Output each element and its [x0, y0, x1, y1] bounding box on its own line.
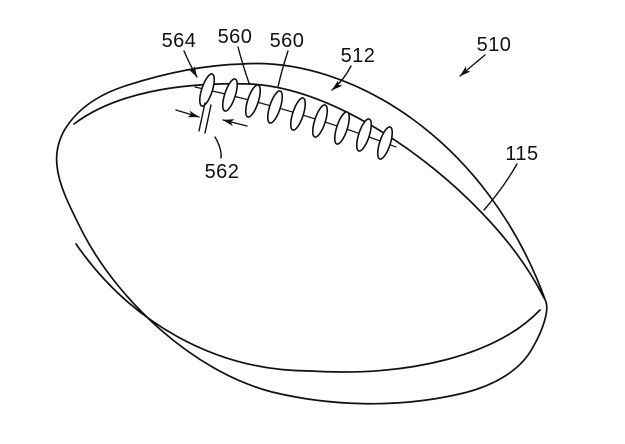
- top-panel-seam-curve: [73, 82, 545, 299]
- lace-ellipse: [333, 111, 351, 145]
- leader-510: [459, 54, 486, 77]
- dimension-extension-line: [198, 102, 206, 132]
- leader-562: [214, 136, 222, 159]
- label-562: 562: [205, 161, 240, 183]
- label-560-second: 560: [270, 30, 305, 52]
- lace-ellipse: [355, 118, 373, 152]
- bottom-panel-seam-curve: [75, 243, 541, 373]
- label-510: 510: [477, 34, 512, 56]
- lace-ellipse: [311, 104, 329, 138]
- lace-ellipse: [266, 90, 284, 124]
- lace-ellipse: [221, 78, 239, 112]
- football-body: [55, 62, 548, 405]
- dimension-extension-line: [204, 104, 212, 134]
- dimension-arrow-left: [175, 109, 200, 118]
- label-512: 512: [341, 45, 376, 67]
- reference-numerals: 564 560 560 512 510 562 115: [162, 26, 539, 183]
- lace-width-dimension: [175, 102, 248, 159]
- football-outline: [55, 62, 548, 405]
- leader-115: [483, 163, 518, 211]
- label-560-first: 560: [218, 26, 253, 48]
- label-564: 564: [162, 30, 197, 52]
- lace-ellipse: [289, 97, 307, 131]
- leader-560-first: [237, 46, 250, 84]
- leader-512: [331, 65, 352, 91]
- callout-leaders: [183, 46, 518, 211]
- leader-560-second: [277, 50, 289, 88]
- lace-ellipse: [198, 73, 216, 107]
- label-115: 115: [505, 143, 538, 165]
- lace-ellipse: [376, 126, 394, 160]
- dimension-arrow-right: [222, 119, 248, 127]
- laces: [198, 73, 394, 160]
- leader-564: [183, 50, 198, 78]
- lace-ellipse: [244, 84, 262, 118]
